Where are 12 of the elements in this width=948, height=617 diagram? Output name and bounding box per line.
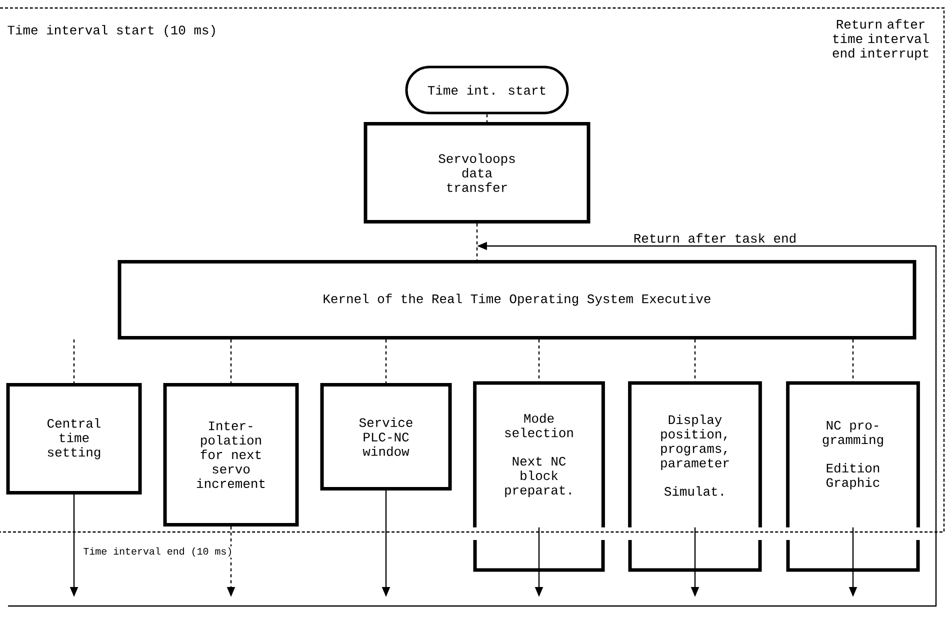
process-box: NC pro- gramming Edition Graphic [786,381,920,528]
process-box: Mode selection Next NC block preparat. [473,381,605,528]
note-text: Time interval end (10 ms) [82,546,234,558]
process-box: Inter- polation for next servo increment [163,383,299,526]
process-box: Central time setting [6,383,142,494]
process-box: Kernel of the Real Time Operating System Executive [118,260,916,340]
process-box: Display position, programs, parameter Simulat. [628,381,762,528]
process-box: Servoloops data transfer [364,122,590,224]
edge-label: Return after task end [632,232,798,244]
note-text: Time interval start (10 ms) [6,24,218,38]
process-box: Service PLC-NC window [320,383,452,490]
note-text: Return after time interval end interrupt [832,19,929,60]
